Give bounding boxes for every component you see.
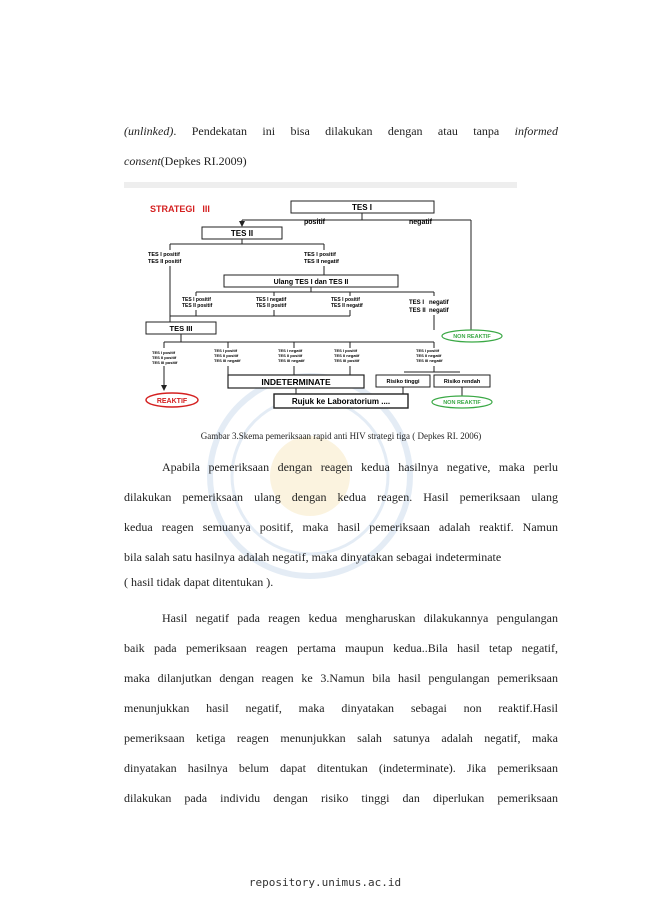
t3b-2: TES II positif	[214, 353, 239, 358]
paragraph-line: pemeriksaan ketiga reagen menunjukkan sa…	[124, 731, 558, 745]
paragraph-3: Hasil negatif pada reagen kedua mengharu…	[124, 603, 558, 813]
t3b-1: TES I positif	[214, 348, 238, 353]
paragraph-line: dilakukan pada individu dengan risiko ti…	[124, 791, 558, 805]
branch-left-2: TES II positif	[148, 259, 181, 265]
t3c-3: TES III negatif	[278, 358, 305, 363]
negatif-label: negatif	[409, 219, 433, 226]
t3a-3: TES III positif	[152, 360, 178, 365]
paragraph-line: bila salah satu hasilnya adalah negatif,…	[124, 550, 502, 564]
paragraph-line: consent(Depkes RI.2009)	[124, 146, 558, 176]
non-reaktif-oval-1	[441, 329, 503, 343]
positif-label: positif	[304, 219, 326, 226]
paragraph-line: kedua reagen semuanya positif, maka hasi…	[124, 520, 558, 534]
ulang-label: Ulang TES I dan TES II	[274, 279, 349, 286]
t3d-3: TES III positif	[334, 358, 360, 363]
text: . Pendekatan ini bisa dilakukan dengan a…	[173, 124, 515, 138]
ulang-3b: TES II negatif	[331, 303, 363, 309]
t3a-1: TES I positif	[152, 350, 176, 355]
tes2-label: TES II	[231, 229, 253, 238]
indeterminate-label: INDETERMINATE	[261, 377, 331, 387]
italic-term: (unlinked)	[124, 124, 174, 138]
paragraph-line: Apabila pemeriksaan dengan reagen kedua …	[162, 460, 558, 474]
tes1-label: TES I	[352, 203, 372, 212]
paragraph-2: Apabila pemeriksaan dengan reagen kedua …	[124, 452, 558, 597]
t3d-2: TES II negatif	[334, 353, 360, 358]
figure-caption: Gambar 3.Skema pemeriksaan rapid anti HI…	[200, 431, 482, 441]
t3e-1: TES I positif	[416, 348, 440, 353]
paragraph-intro: (unlinked). Pendekatan ini bisa dilakuka…	[124, 116, 558, 176]
non-reaktif-label-2: NON REAKTIF	[443, 400, 481, 406]
branch-right-2: TES II negatif	[304, 259, 339, 265]
t3c-2: TES II positif	[278, 353, 303, 358]
risiko-tinggi-label: Risiko tinggi	[387, 379, 420, 385]
strategy-title: STRATEGI III	[150, 204, 210, 214]
ulang-3a: TES I positif	[331, 297, 360, 303]
ulang-2a: TES I negatif	[256, 297, 287, 303]
italic-term: informed	[514, 124, 558, 138]
paragraph-line: dilakukan pemeriksaan ulang dengan kedua…	[124, 490, 558, 504]
ulang-4a: TES I negatif	[409, 300, 450, 306]
ulang-1b: TES II positif	[182, 303, 213, 309]
risiko-rendah-label: Risiko rendah	[444, 379, 481, 385]
branch-left-1: TES I positif	[148, 252, 180, 258]
ulang-4b: TES II negatif	[409, 308, 450, 314]
t3e-2: TES II negatif	[416, 353, 442, 358]
paragraph-line: Hasil negatif pada reagen kedua mengharu…	[162, 611, 558, 625]
tes3-label: TES III	[170, 324, 193, 333]
paragraph-line: maka dilanjutkan dengan reagen ke 3.Namu…	[124, 671, 558, 685]
ulang-2b: TES II positif	[256, 303, 287, 309]
t3c-1: TES I negatif	[278, 348, 303, 353]
hiv-strategy-flowchart: STRATEGI III TES I positif negatif TES I…	[124, 182, 517, 414]
t3b-3: TES III negatif	[214, 358, 241, 363]
rujuk-box	[273, 393, 409, 409]
t3d-1: TES I positif	[334, 348, 358, 353]
reaktif-label: REAKTIF	[157, 398, 188, 405]
paragraph-line: (unlinked). Pendekatan ini bisa dilakuka…	[124, 116, 558, 146]
non-reaktif-label-1: NON REAKTIF	[453, 334, 491, 340]
rujuk-label: Rujuk ke Laboratorium ....	[292, 397, 390, 406]
branch-right-1: TES I positif	[304, 252, 336, 258]
paragraph-line: ( hasil tidak dapat ditentukan ).	[124, 575, 274, 589]
ulang-1a: TES I positif	[182, 297, 211, 303]
reaktif-oval	[145, 392, 199, 408]
citation: (Depkes RI.2009)	[160, 154, 247, 168]
paragraph-line: menunjukkan hasil negatif, maka dinyatak…	[124, 701, 558, 715]
italic-term: consent	[124, 154, 161, 168]
paragraph-line: dinyatakan hasilnya belum dapat ditentuk…	[124, 761, 558, 775]
t3e-3: TES III negatif	[416, 358, 443, 363]
paragraph-line: baik pada pemeriksaan reagen pertama mau…	[124, 641, 558, 655]
non-reaktif-oval-2	[431, 395, 493, 409]
t3a-2: TES II positif	[152, 355, 177, 360]
repository-footer: repository.unimus.ac.id	[248, 876, 402, 889]
